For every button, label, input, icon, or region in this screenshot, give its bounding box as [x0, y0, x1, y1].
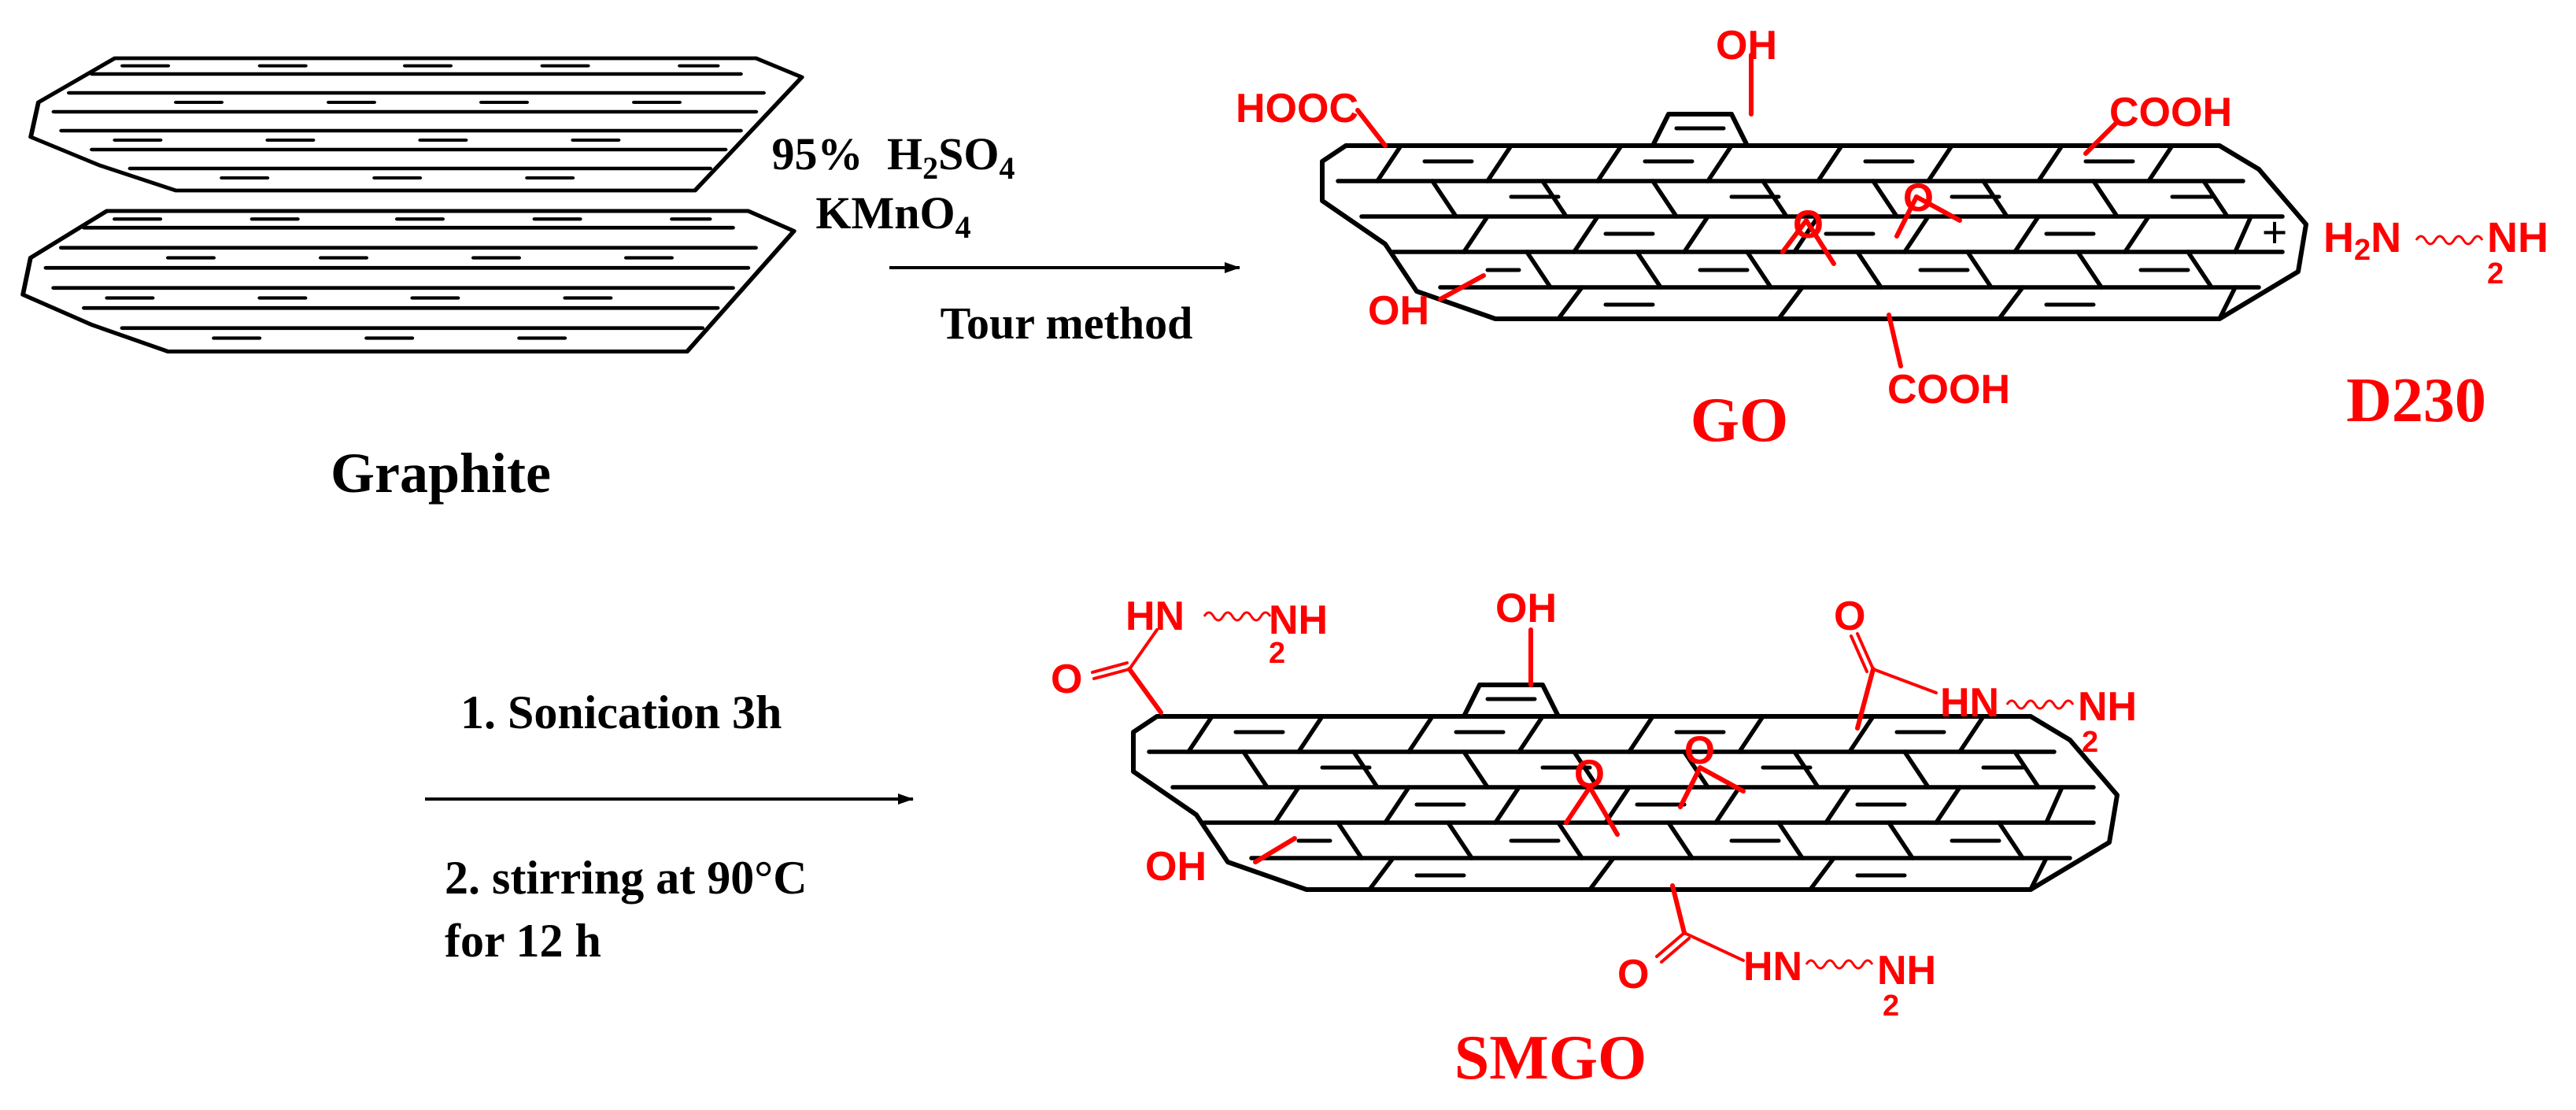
smgo-structure	[1091, 611, 2117, 970]
smgo-b-hn: HN	[1743, 944, 1802, 990]
d230-label: D230	[2346, 366, 2486, 435]
smgo-ul-nh-sub: 2	[1269, 637, 1285, 670]
d230-structure: H2N NH 2	[2323, 214, 2548, 290]
svg-text:NH: NH	[2487, 214, 2548, 261]
go-cooh-bottom: COOH	[1887, 367, 2010, 413]
smgo-label: SMGO	[1454, 1023, 1646, 1093]
acid-so-sub: 4	[1000, 150, 1015, 186]
smgo-ul-nh: NH	[1269, 598, 1328, 643]
acid-h-sub: 2	[922, 150, 938, 186]
step2-conditions: 1. Sonication 3h 2. stirring at 90°C for…	[425, 686, 914, 967]
d230-h-sub: 2	[2354, 234, 2371, 267]
smgo-ur-nh-sub: 2	[2082, 726, 2098, 759]
smgo-oh-left: OH	[1145, 844, 1207, 890]
reagent-pct: 95%	[772, 128, 863, 179]
smgo-oh-top: OH	[1495, 586, 1557, 631]
svg-text:H2N: H2N	[2323, 214, 2401, 267]
oxidant-sub: 4	[955, 209, 971, 245]
step2-line2: 2. stirring at 90°C	[445, 852, 808, 904]
d230-nh-sub: 2	[2487, 257, 2504, 290]
smgo-ur-carbonyl-o: O	[1834, 594, 1865, 639]
plus-sign: +	[2261, 207, 2287, 258]
d230-nh: NH	[2487, 214, 2548, 261]
smgo-b-carbonyl-o: O	[1617, 952, 1649, 997]
smgo-ur-nh: NH	[2078, 684, 2137, 730]
smgo-ul-carbonyl-o: O	[1051, 657, 1082, 702]
d230-n: N	[2371, 214, 2401, 261]
acid-so: SO	[938, 128, 999, 179]
method-label: Tour method	[941, 298, 1193, 349]
go-cooh-right: COOH	[2109, 90, 2232, 135]
smgo-ur-hn: HN	[1940, 680, 1999, 726]
svg-text:KMnO4: KMnO4	[815, 187, 970, 245]
oxidant: KMnO	[815, 187, 955, 239]
smgo-ul-hn: HN	[1125, 594, 1185, 639]
go-oh-top: OH	[1716, 23, 1777, 68]
smgo-b-nh-sub: 2	[1883, 990, 1899, 1023]
step2-line3: for 12 h	[445, 915, 601, 967]
go-oh-left: OH	[1368, 288, 1429, 334]
acid-h: H	[887, 128, 922, 179]
smgo-epoxide-2: O	[1684, 728, 1715, 772]
go-label: GO	[1691, 386, 1788, 455]
graphite-label: Graphite	[331, 442, 551, 505]
go-epoxide-2: O	[1903, 176, 1934, 220]
go-epoxide-1: O	[1793, 202, 1824, 246]
go-structure	[1322, 53, 2306, 368]
graphite-structure	[23, 58, 802, 352]
smgo-b-nh: NH	[1877, 948, 1936, 993]
step2-line1: 1. Sonication 3h	[460, 686, 782, 738]
d230-h: H	[2323, 214, 2354, 261]
svg-text:95% H2SO4: 95% H2SO4	[772, 128, 1015, 186]
go-hooc: HOOC	[1236, 86, 1358, 131]
smgo-epoxide-1: O	[1574, 752, 1605, 796]
step1-conditions: 95% H2SO4 KMnO4 Tour method	[772, 128, 1240, 349]
